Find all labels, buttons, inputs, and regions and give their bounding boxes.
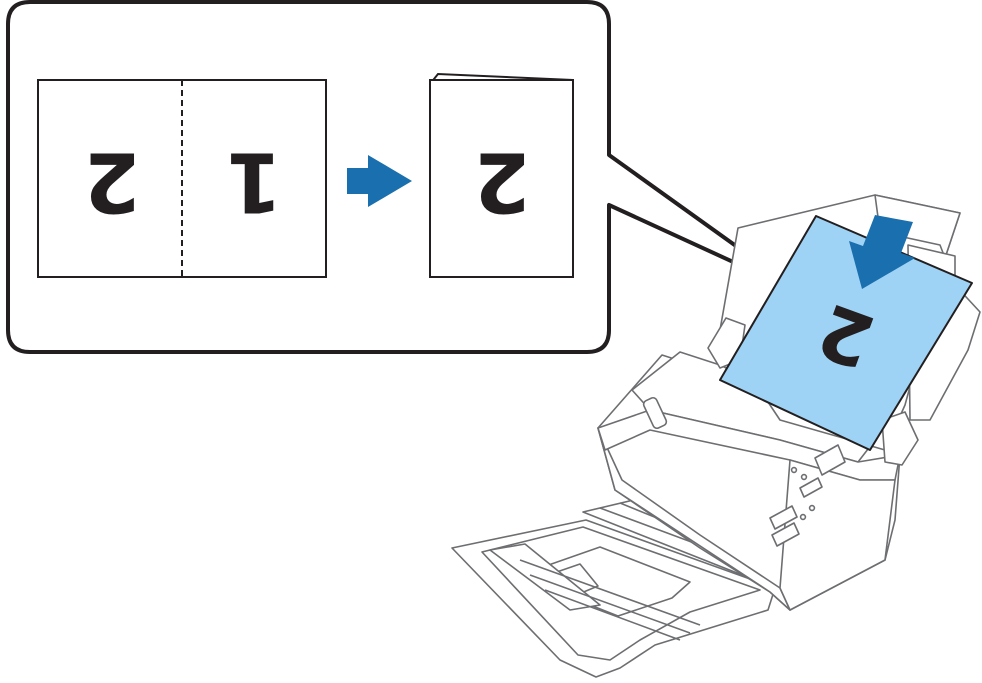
loaded-paper-sheet: 2 (719, 215, 973, 451)
output-tray (451, 494, 791, 678)
right-arrow-icon (347, 155, 412, 207)
folded-result-sheet: 2 (429, 72, 574, 278)
page-number-left: 2 (83, 134, 140, 229)
page-number-right: 1 (225, 134, 282, 229)
result-page-number: 2 (473, 134, 530, 229)
folded-sheet: 2 1 (37, 79, 327, 278)
down-left-arrow-icon (849, 215, 915, 289)
scanner-body (597, 351, 901, 611)
